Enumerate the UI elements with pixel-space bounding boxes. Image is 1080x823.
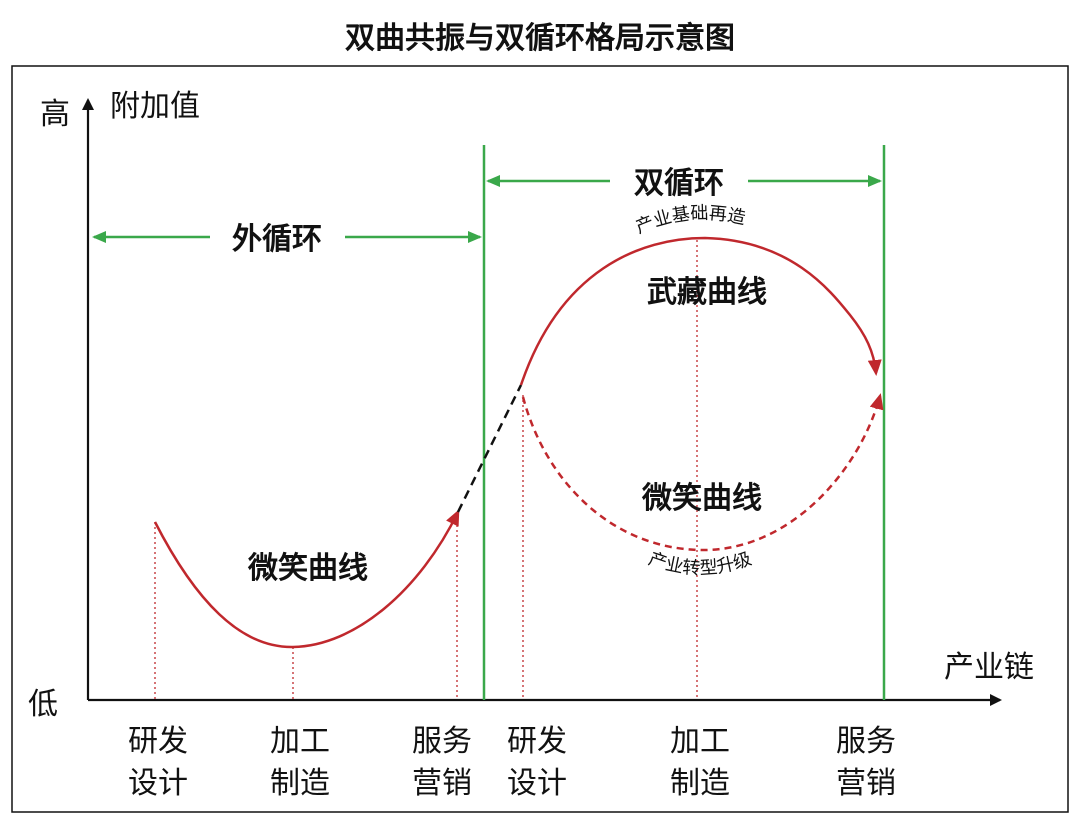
stage-label-2-line1: 加工 [270,724,330,759]
smile-curve-left-label: 微笑曲线 [247,551,368,586]
stage-label-1-line1: 研发 [128,724,188,759]
transition-connector [456,384,523,513]
y-high-label: 高 [40,97,70,132]
stage-label-4-line2: 设计 [507,766,567,801]
musashi-curve-label: 武藏曲线 [647,275,767,310]
rebuild-annotation: 产业基础再造 [633,203,748,238]
stage-label-5-line1: 加工 [670,724,730,759]
stage-label-6-line1: 服务 [836,724,896,759]
stage-label-1-line2: 设计 [128,766,188,801]
musashi-curve [519,236,882,386]
stage-label-6-line2: 营销 [836,766,896,801]
smile-curve-right-label: 微笑曲线 [641,481,762,516]
stage-label-4-line1: 研发 [507,724,567,759]
upgrade-annotation: 产业转型升级 [646,548,755,579]
stage-label-5-line2: 制造 [670,766,730,801]
smile-curve-left [153,509,460,649]
dual-circulation-label: 双循环 [634,166,724,201]
x-axis-label: 产业链 [944,650,1034,685]
stage-labels: 研发 设计 加工 制造 服务 营销 研发 设计 加工 制造 服务 营销 [128,724,896,801]
y-axis-label: 附加值 [110,89,200,124]
stage-label-3-line2: 营销 [412,766,472,801]
stage-label-3-line1: 服务 [412,724,472,759]
drop-lines [154,240,698,700]
y-low-label: 低 [28,687,58,722]
frame [11,65,1069,813]
stage-label-2-line2: 制造 [270,766,330,801]
outer-circulation-label: 外循环 [232,222,322,257]
diagram-title: 双曲共振与双循环格局示意图 [345,21,735,56]
smile-curve-right [521,393,884,552]
